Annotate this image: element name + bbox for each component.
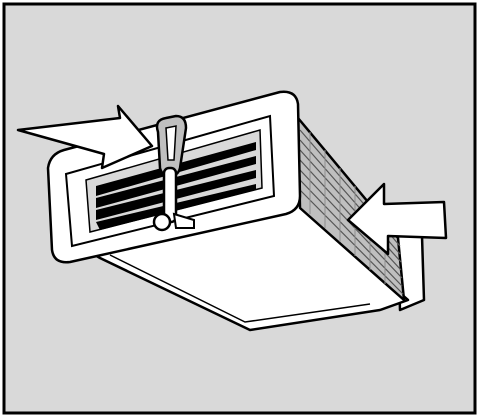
filter-bottom-inner-edge — [109, 254, 371, 323]
arrow-left-icon — [346, 182, 448, 256]
arrow-right-icon — [16, 104, 154, 170]
filter-handle — [152, 114, 195, 232]
